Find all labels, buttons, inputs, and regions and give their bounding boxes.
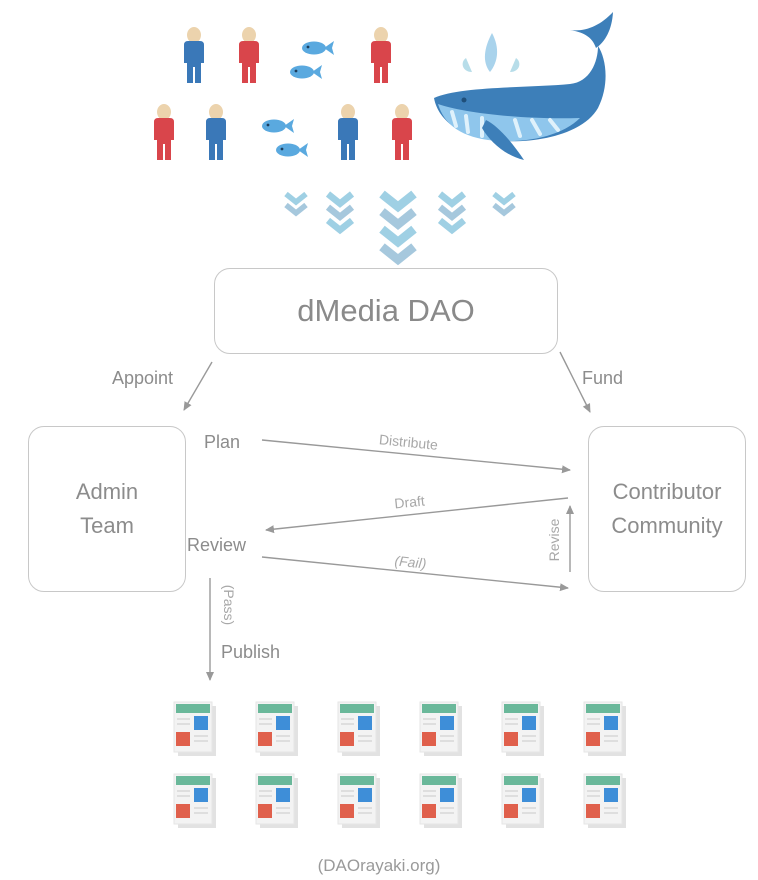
chevron-down-icon [325,191,355,208]
fund-label: Fund [582,368,624,388]
contributor-community-node: Contributor Community [588,426,746,592]
fail-label: (Fail) [394,553,427,572]
article-icon [255,773,298,828]
chevron-down-icon [379,225,417,248]
source-footer: (DAOrayaki.org) [317,856,441,875]
chevron-down-icon [284,202,308,217]
admin-label-line2: Team [80,513,134,538]
person-icon [206,104,226,160]
admin-team-node: Admin Team [28,426,186,592]
whale-icon [434,12,613,160]
person-icon [184,27,204,83]
article-icon [501,773,544,828]
article-icon [337,701,380,756]
fish-icon [276,143,308,157]
chevron-down-icon [492,202,516,217]
dao-label: dMedia DAO [297,293,475,328]
article-icon [419,773,462,828]
distribute-label: Distribute [378,431,439,453]
person-icon [371,27,391,83]
contributor-label-line2: Community [611,513,723,538]
article-icon [583,773,626,828]
article-icon [337,773,380,828]
fund-arrow [559,351,591,413]
article-icon [583,701,626,756]
chevron-down-icon [284,191,308,206]
published-articles [173,701,626,828]
pass-label: (Pass) [221,585,237,625]
chevron-down-icon [379,208,417,231]
chevron-down-icon [325,217,355,235]
appoint-arrow [183,361,213,411]
person-icon [338,104,358,160]
article-icon [419,701,462,756]
draft-arrow [265,497,569,534]
chevron-down-icon [379,243,417,266]
chevron-down-icon [437,217,467,235]
draft-label: Draft [394,493,426,512]
plan-label: Plan [204,432,241,452]
chevron-down-icon [437,191,467,208]
appoint-label: Appoint [112,368,174,388]
publish-label: Publish [221,642,281,662]
fish-icon [290,65,322,79]
review-label: Review [187,535,247,555]
article-icon [255,701,298,756]
distribute-arrow [261,439,571,474]
revise-label: Revise [546,518,562,561]
fail-arrow [261,556,569,592]
person-icon [154,104,174,160]
chevron-down-icon [325,204,355,222]
person-icon [392,104,412,160]
chevron-down-icon [492,191,516,206]
contributor-label-line1: Contributor [612,479,722,504]
admin-label-line1: Admin [75,479,139,504]
chevron-down-icon [437,204,467,222]
down-chevrons-icon [284,190,516,266]
article-icon [501,701,544,756]
dao-node: dMedia DAO [214,268,558,354]
fish-icon [262,119,294,133]
article-icon [173,701,216,756]
fish-icon [302,41,334,55]
person-icon [239,27,259,83]
chevron-down-icon [379,190,417,213]
article-icon [173,773,216,828]
